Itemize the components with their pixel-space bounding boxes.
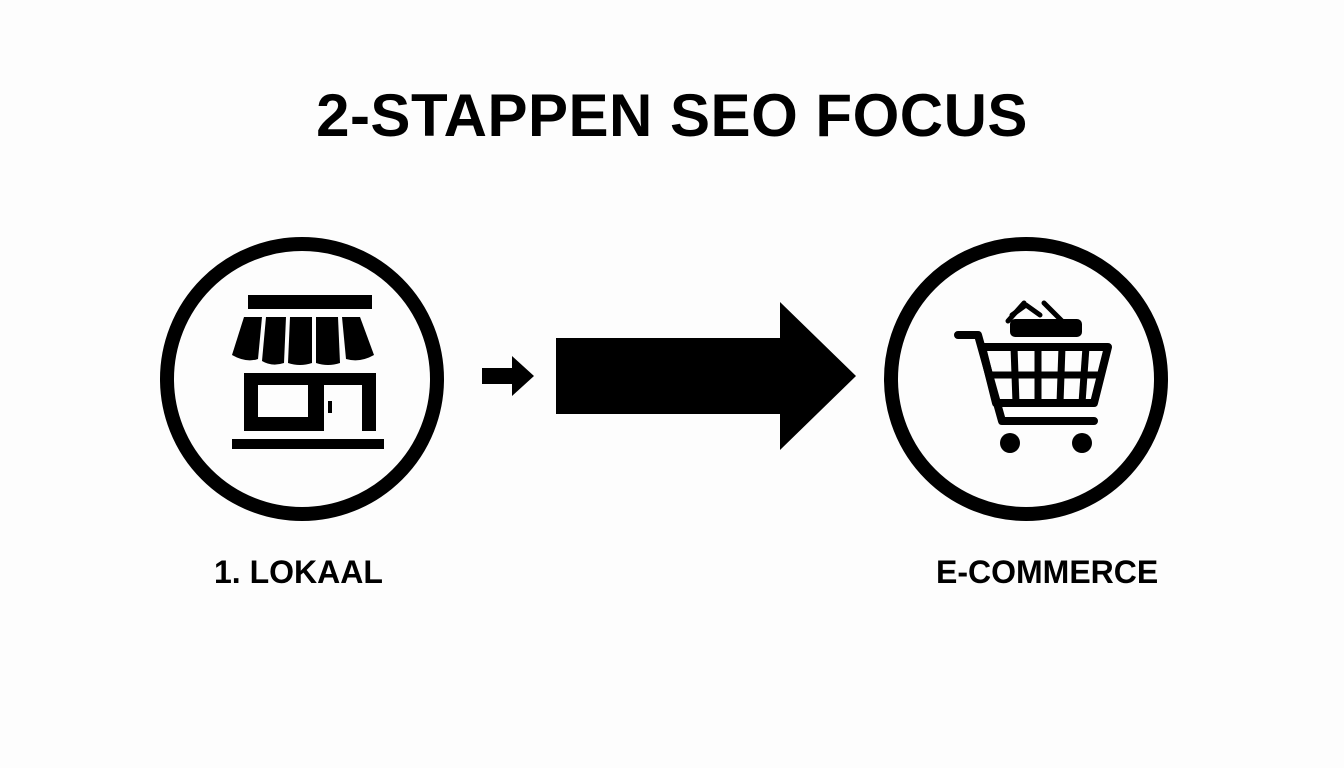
step-ecommerce-circle — [884, 237, 1168, 521]
shopping-cart-icon — [954, 300, 1112, 453]
step-local-circle — [160, 237, 444, 521]
big-arrow-icon — [556, 302, 856, 450]
small-arrow-icon — [482, 356, 534, 396]
diagram-title: 2-STAPPEN SEO FOCUS — [316, 82, 1028, 149]
storefront-icon — [232, 295, 384, 449]
step-ecommerce-label: E-COMMERCE — [936, 554, 1159, 590]
step-local-label: 1. LOKAAL — [214, 554, 383, 590]
